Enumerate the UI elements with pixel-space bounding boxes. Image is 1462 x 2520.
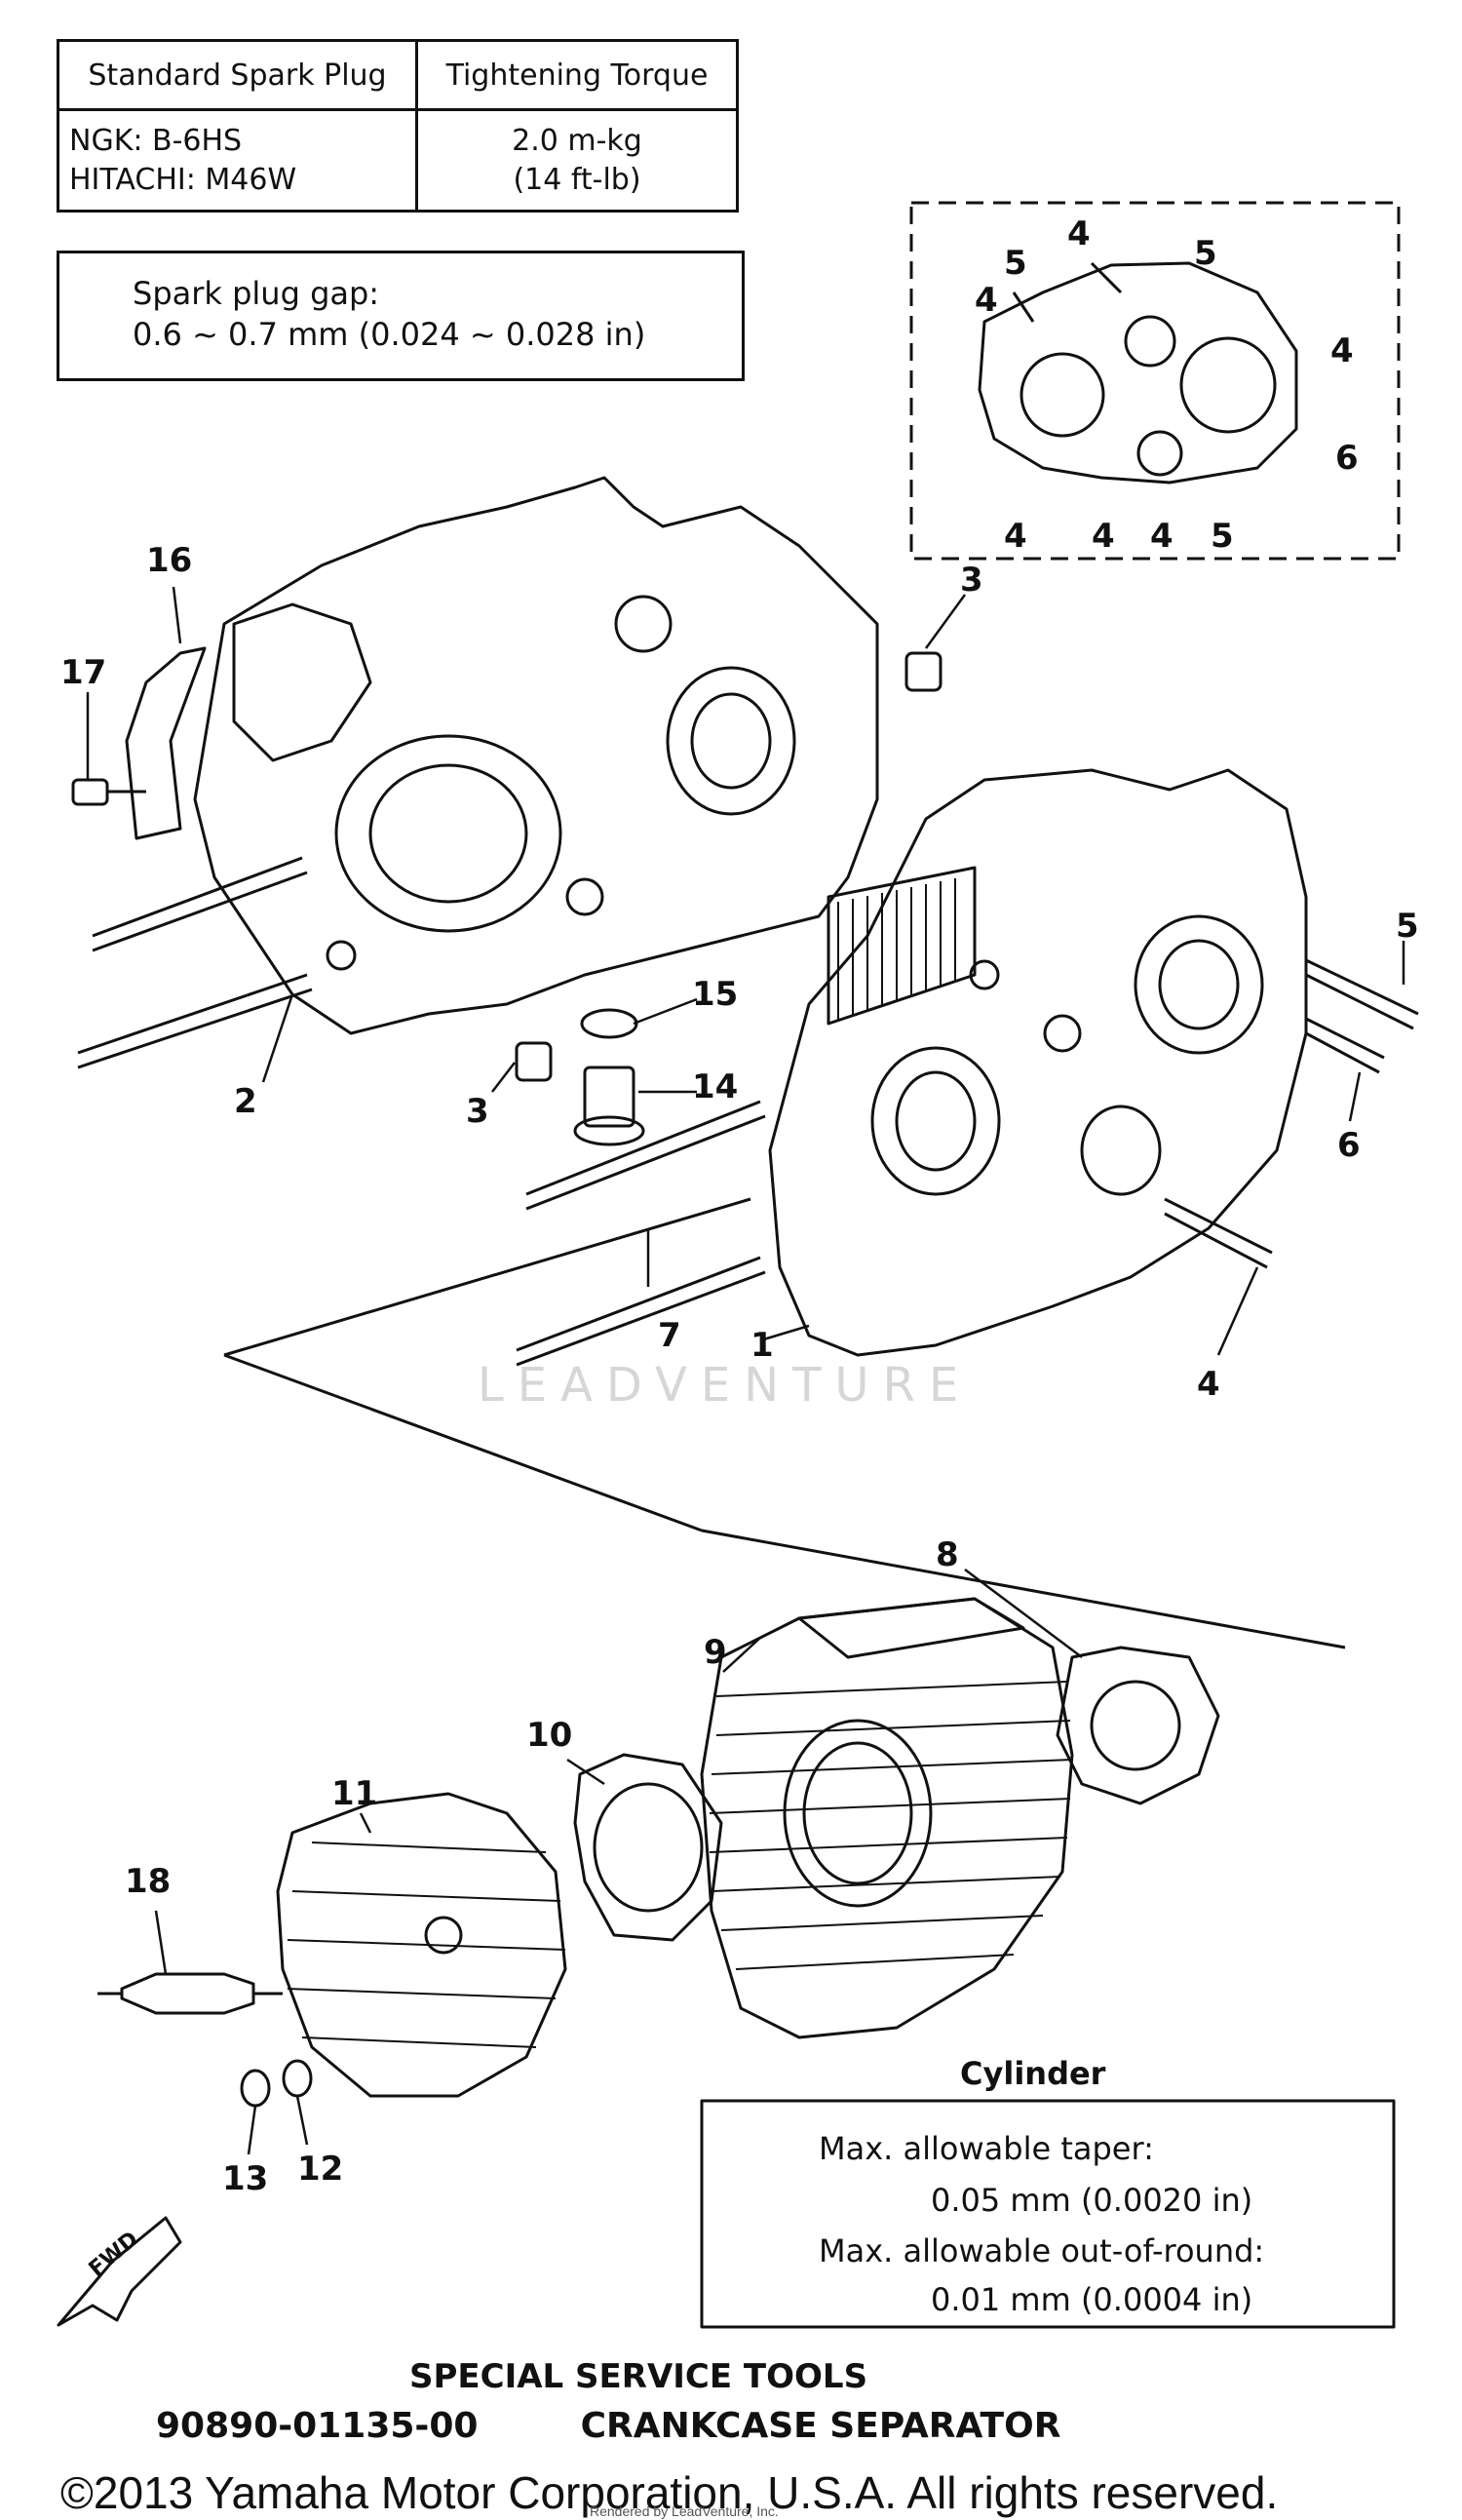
callout-8: 8 (936, 1535, 959, 1574)
callout-7: 7 (658, 1316, 681, 1355)
out-of-round-value: 0.01 mm (0.0004 in) (931, 2281, 1253, 2318)
callout-14: 14 (692, 1067, 739, 1106)
fwd-arrow-icon (57, 2216, 182, 2327)
special-tools-heading: SPECIAL SERVICE TOOLS (409, 2357, 868, 2396)
callout-5: 5 (1396, 907, 1419, 946)
callout-17: 17 (60, 653, 107, 692)
callout-2: 2 (234, 1082, 257, 1121)
spark-plug-models: NGK: B-6HS HITACHI: M46W (57, 108, 418, 213)
callout-3-upper: 3 (960, 561, 983, 600)
cylinder (700, 1597, 1074, 2039)
callout-11: 11 (331, 1774, 378, 1813)
spark-gap-value: 0.6 ~ 0.7 mm (0.024 ~ 0.028 in) (133, 316, 646, 353)
standard-spark-plug-header: Standard Spark Plug (57, 39, 418, 111)
inset-callout: 4 (1004, 517, 1027, 556)
callout-12: 12 (297, 2150, 344, 2189)
stud-upper (92, 856, 303, 938)
spark-gap-label: Spark plug gap: (133, 275, 380, 312)
right-crankcase-half (768, 768, 1308, 1357)
torque-metric: 2.0 m-kg (512, 123, 642, 158)
inset-callout: 4 (1092, 517, 1115, 556)
callout-9: 9 (704, 1633, 727, 1672)
callout-4: 4 (1197, 1365, 1220, 1404)
taper-value: 0.05 mm (0.0020 in) (931, 2182, 1253, 2219)
inset-callout: 6 (1335, 439, 1359, 478)
ngk-plug: NGK: B-6HS (69, 123, 243, 158)
taper-label: Max. allowable taper: (819, 2130, 1154, 2167)
render-note: Rendered by LeadVenture, Inc. (590, 2503, 779, 2519)
copyright-notice: ©2013 Yamaha Motor Corporation, U.S.A. A… (60, 2467, 1279, 2518)
special-tools-line: 90890-01135-00 CRANKCASE SEPARATOR (156, 2406, 1060, 2446)
base-gasket (1056, 1646, 1220, 1805)
cylinder-head (276, 1792, 567, 2098)
cylinder-title: Cylinder (960, 2055, 1106, 2092)
tool-name: CRANKCASE SEPARATOR (580, 2406, 1061, 2446)
watermark-text: LEADVENTURE (478, 1358, 973, 1413)
cylinder-spec-frame (700, 2099, 1396, 2329)
callout-18: 18 (125, 1862, 172, 1901)
stud-lower (77, 973, 308, 1055)
hitachi-plug: HITACHI: M46W (69, 162, 297, 197)
spark-gap-box: Spark plug gap: 0.6 ~ 0.7 mm (0.024 ~ 0.… (57, 251, 745, 381)
torque-imperial: (14 ft-lb) (513, 162, 641, 197)
inset-callout: 4 (1067, 214, 1091, 253)
callout-10: 10 (526, 1716, 573, 1755)
inset-callout: 5 (1194, 234, 1217, 273)
torque-values: 2.0 m-kg (14 ft-lb) (415, 108, 739, 213)
callout-6: 6 (1337, 1126, 1361, 1165)
inset-callout: 4 (1150, 517, 1173, 556)
inset-dashed-frame (909, 201, 1401, 561)
out-of-round-label: Max. allowable out-of-round: (819, 2232, 1265, 2269)
inset-callout: 4 (1330, 331, 1354, 370)
inset-callout: 5 (1004, 244, 1027, 283)
callout-15: 15 (692, 975, 739, 1014)
inset-crankcase (978, 261, 1298, 485)
spark-plug-spec-table: Standard Spark Plug Tightening Torque NG… (57, 39, 739, 213)
spark-plug (120, 1972, 255, 2015)
inset-callout: 5 (1211, 517, 1234, 556)
left-crankcase-half (193, 476, 879, 1035)
callout-1: 1 (750, 1326, 774, 1365)
head-gasket (573, 1753, 723, 1942)
tool-part-number: 90890-01135-00 (156, 2406, 479, 2446)
callout-13: 13 (222, 2159, 269, 2198)
callout-16: 16 (146, 541, 193, 580)
tightening-torque-header: Tightening Torque (415, 39, 739, 111)
callout-3-lower: 3 (466, 1092, 489, 1131)
inset-callout: 4 (975, 281, 998, 320)
